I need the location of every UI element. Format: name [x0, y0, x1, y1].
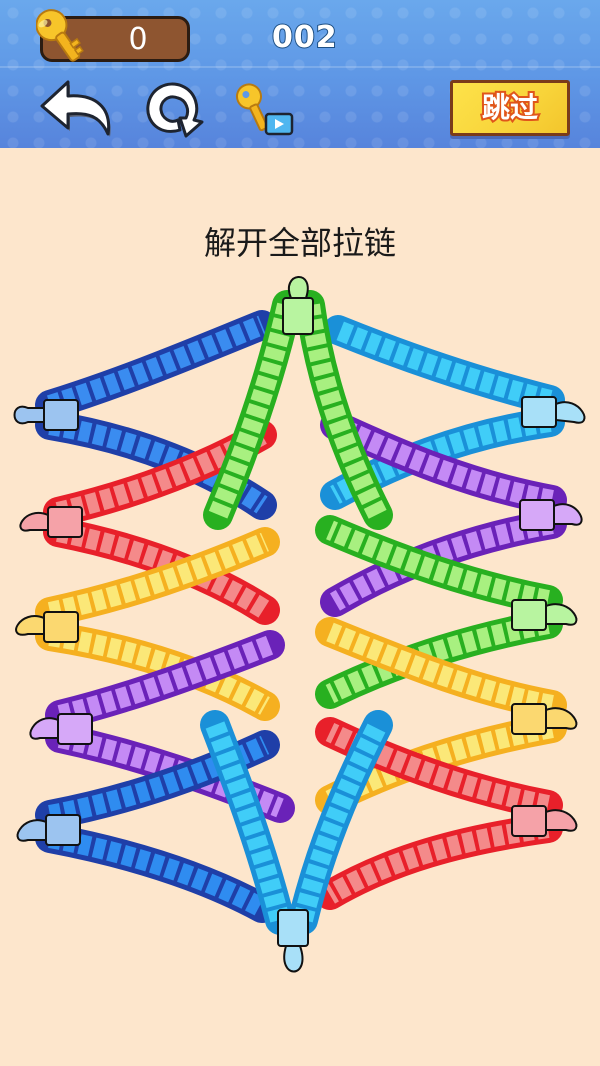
zipper-right-3-light-green[interactable]: [315, 515, 578, 709]
key-video-ad-icon: [235, 83, 294, 136]
level-number: 002: [271, 19, 338, 56]
skip-label: 跳过: [480, 89, 540, 126]
instruction-text: 解开全部拉链: [203, 224, 396, 262]
get-key-video-button[interactable]: [232, 78, 296, 138]
key-count: 0: [128, 22, 148, 57]
skip-level-button[interactable]: 跳过: [450, 80, 570, 136]
undo-icon: [40, 80, 111, 137]
restart-icon: [146, 82, 204, 138]
zipper-left-3-yellow[interactable]: [15, 527, 280, 721]
key-icon: [36, 9, 84, 62]
undo-button[interactable]: [38, 76, 116, 138]
zipper-bottom-center-cyan[interactable]: [200, 710, 393, 973]
restart-button[interactable]: [140, 76, 206, 140]
zipper-board: [13, 276, 586, 973]
zipper-top-center-green[interactable]: [203, 276, 393, 530]
header-divider: [0, 66, 600, 68]
